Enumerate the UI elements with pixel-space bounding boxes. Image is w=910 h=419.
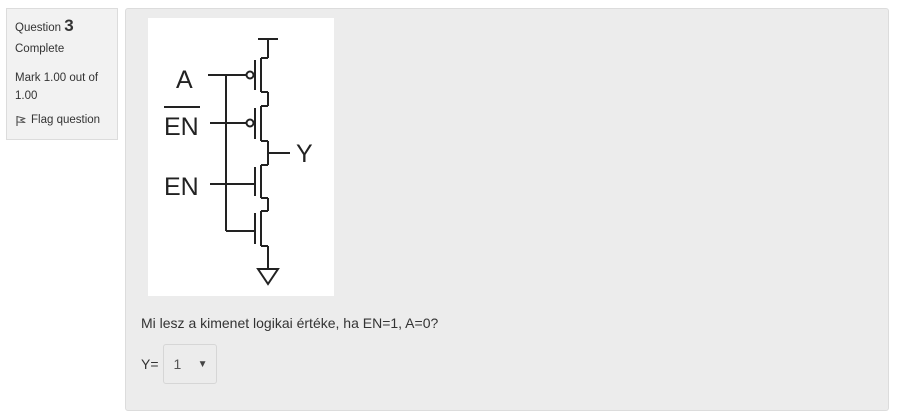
chevron-down-icon: ▼ — [197, 358, 208, 370]
question-label: Question — [15, 22, 62, 34]
circuit-svg: A EN EN Y — [164, 38, 313, 286]
flag-icon — [16, 115, 26, 126]
answer-selected-value: 1 — [173, 356, 182, 372]
answer-prefix: Y= — [141, 356, 159, 372]
answer-row: Y= 1 ▼ — [141, 344, 217, 384]
label-y: Y — [296, 140, 313, 168]
label-en: EN — [164, 173, 199, 201]
question-number-line: Question 3 — [15, 15, 109, 36]
p2-bubble — [245, 118, 255, 128]
flag-question-link[interactable]: Flag question — [15, 113, 109, 127]
flag-question-label: Flag question — [31, 114, 101, 127]
question-info-panel: Question 3 Complete Mark 1.00 out of 1.0… — [6, 8, 118, 140]
question-grade: Mark 1.00 out of 1.00 — [15, 71, 99, 103]
p1-bubble — [245, 70, 255, 80]
circuit-diagram: A EN EN Y — [148, 18, 334, 296]
question-number: 3 — [64, 16, 74, 35]
ground-symbol — [256, 268, 280, 286]
question-text: Mi lesz a kimenet logikai értéke, ha EN=… — [141, 315, 439, 331]
question-content: A EN EN Y Mi lesz a kimenet logikai érté… — [125, 8, 889, 411]
question-state: Complete — [15, 43, 65, 56]
answer-select[interactable]: 1 ▼ — [162, 344, 217, 384]
label-a: A — [176, 66, 193, 94]
label-en-bar: EN — [164, 113, 199, 141]
